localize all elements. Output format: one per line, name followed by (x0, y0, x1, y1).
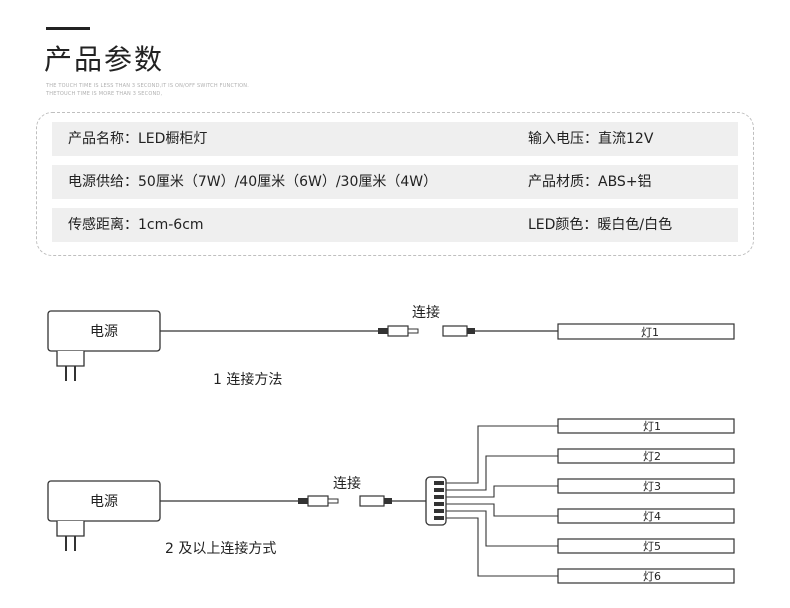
light-strip (557, 478, 735, 494)
light-label: 灯5 (643, 540, 661, 553)
light-label: 灯3 (643, 480, 661, 493)
diagram-2: 电源 连接 灯1 灯2 灯3 灯4 灯5 灯6 2 及以上连接方式 (47, 418, 735, 584)
plug-body-1 (56, 351, 85, 367)
male-connector-2-base (298, 498, 308, 504)
spec-name: 产品名称：LED橱柜灯 (68, 131, 208, 147)
male-connector-2-tip (327, 498, 339, 504)
plug-body-2 (56, 521, 85, 537)
female-connector-1-base (467, 328, 475, 334)
branch-wire (446, 485, 558, 498)
spec-voltage: 输入电压：直流12V (528, 131, 654, 147)
diagram-1: 电源 连接 灯1 1 连接方法 (47, 304, 735, 388)
light-label: 灯4 (643, 510, 661, 523)
connect-label-1: 连接 (412, 304, 440, 321)
female-connector-2-base (384, 498, 392, 504)
male-connector-1 (387, 325, 409, 337)
hub-port (434, 516, 444, 520)
spec-power: 电源供给：50厘米（7W）/40厘米（6W）/30厘米（4W） (68, 174, 438, 190)
title-accent-bar (46, 27, 90, 30)
branch-wire (446, 425, 558, 484)
female-connector-2 (359, 495, 385, 507)
light-1 (557, 323, 735, 340)
hub-port (434, 502, 444, 506)
spec-row: 产品名称：LED橱柜灯 输入电压：直流12V (52, 122, 738, 156)
spec-row: 传感距离：1cm-6cm LED颜色：暖白色/白色 (52, 208, 738, 242)
page-title: 产品参数 (44, 43, 165, 76)
caption-2: 2 及以上连接方式 (165, 540, 276, 557)
male-connector-1-base (378, 328, 388, 334)
hub-ports (434, 481, 444, 520)
spec-table-frame (36, 112, 754, 256)
light-label-1: 灯1 (641, 326, 659, 339)
light-strip (557, 418, 735, 434)
female-connector-1 (442, 325, 468, 337)
light-label: 灯1 (643, 420, 661, 433)
light-label: 灯2 (643, 450, 661, 463)
light-strip (557, 508, 735, 524)
hub-port (434, 509, 444, 513)
hub-port (434, 495, 444, 499)
male-connector-1-tip (407, 328, 419, 334)
power-label-2: 电源 (90, 494, 118, 510)
spec-distance: 传感距离：1cm-6cm (68, 217, 204, 233)
hub-port (434, 488, 444, 492)
subtitle-line-2: THETOUCH TIME IS MORE THAN 3 SECOND, (46, 91, 163, 97)
subtitle-line-1: THE TOUCH TIME IS LESS THAN 3 SECOND,IT … (46, 83, 249, 89)
male-connector-2 (307, 495, 329, 507)
hub-port (434, 481, 444, 485)
spec-material: 产品材质：ABS+铝 (528, 174, 652, 190)
spec-row: 电源供给：50厘米（7W）/40厘米（6W）/30厘米（4W） 产品材质：ABS… (52, 165, 738, 199)
branch-wire (446, 510, 558, 547)
light-strip (557, 538, 735, 554)
branch-lines (446, 425, 558, 577)
branch-wire (446, 503, 558, 517)
branch-wire (446, 455, 558, 491)
light-strips: 灯1 灯2 灯3 灯4 灯5 灯6 (557, 418, 735, 584)
power-label-1: 电源 (90, 324, 118, 340)
light-strip (557, 448, 735, 464)
light-label: 灯6 (643, 570, 661, 583)
caption-1: 1 连接方法 (213, 371, 282, 388)
branch-wire (446, 517, 558, 577)
light-strip (557, 568, 735, 584)
spec-color: LED颜色：暖白色/白色 (528, 217, 673, 233)
connect-label-2: 连接 (333, 475, 361, 492)
